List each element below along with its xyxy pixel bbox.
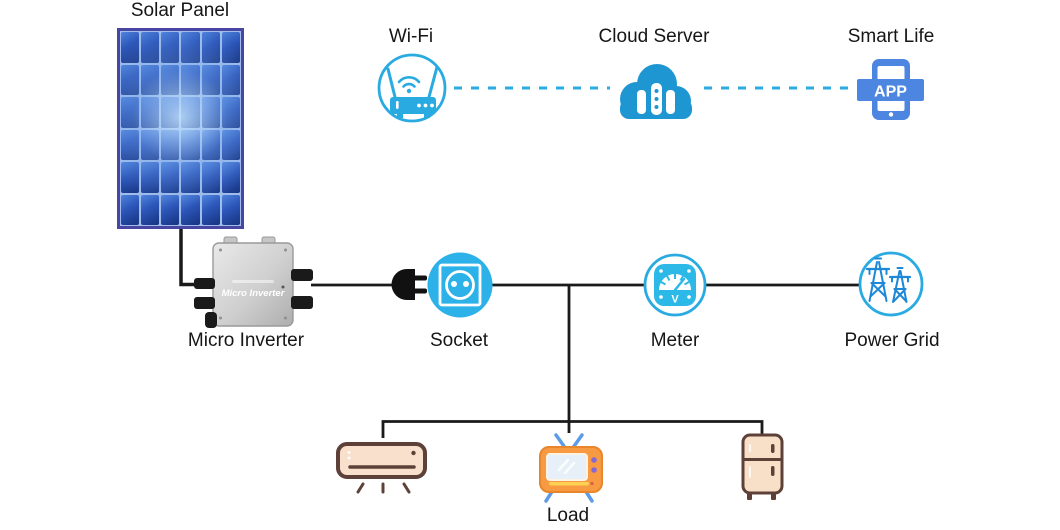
cloud-server-icon <box>620 64 692 119</box>
smartphone-app-icon: APP <box>857 59 924 120</box>
plug-icon <box>391 269 427 300</box>
inverter-device-text: Micro Inverter <box>222 288 286 299</box>
load-distribution-bar <box>381 420 764 438</box>
label-meter: Meter <box>650 330 700 351</box>
power-grid-icon <box>858 251 924 317</box>
meter-icon: V <box>643 253 707 317</box>
micro-inverter-icon: Micro Inverter <box>194 236 313 328</box>
label-power-grid: Power Grid <box>844 330 940 351</box>
label-load: Load <box>546 505 590 526</box>
label-solar-panel: Solar Panel <box>130 0 230 21</box>
wifi-router-icon <box>377 53 447 123</box>
socket-icon <box>427 252 493 318</box>
app-badge-text: APP <box>874 84 907 101</box>
label-smart-life: Smart Life <box>847 26 935 47</box>
tv-icon <box>539 433 603 503</box>
label-wifi: Wi-Fi <box>388 26 434 47</box>
panel-to-inverter-cable <box>179 229 198 287</box>
refrigerator-icon <box>741 433 784 500</box>
label-micro-inverter: Micro Inverter <box>187 330 305 351</box>
label-socket: Socket <box>429 330 489 351</box>
label-cloud-server: Cloud Server <box>598 26 710 47</box>
air-conditioner-icon <box>336 442 427 494</box>
meter-unit-text: V <box>671 294 679 306</box>
